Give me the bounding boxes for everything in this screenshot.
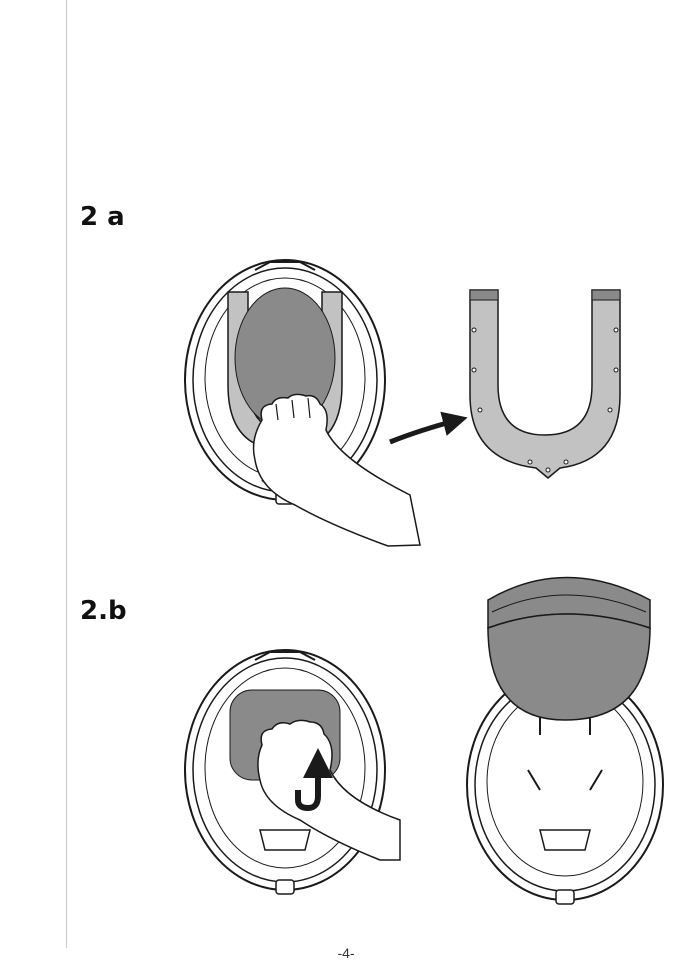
crown-pad-lifted <box>488 578 650 721</box>
curved-arrow-icon <box>390 420 458 442</box>
neck-pad-removed <box>470 290 620 478</box>
page-number: -4- <box>0 945 692 961</box>
